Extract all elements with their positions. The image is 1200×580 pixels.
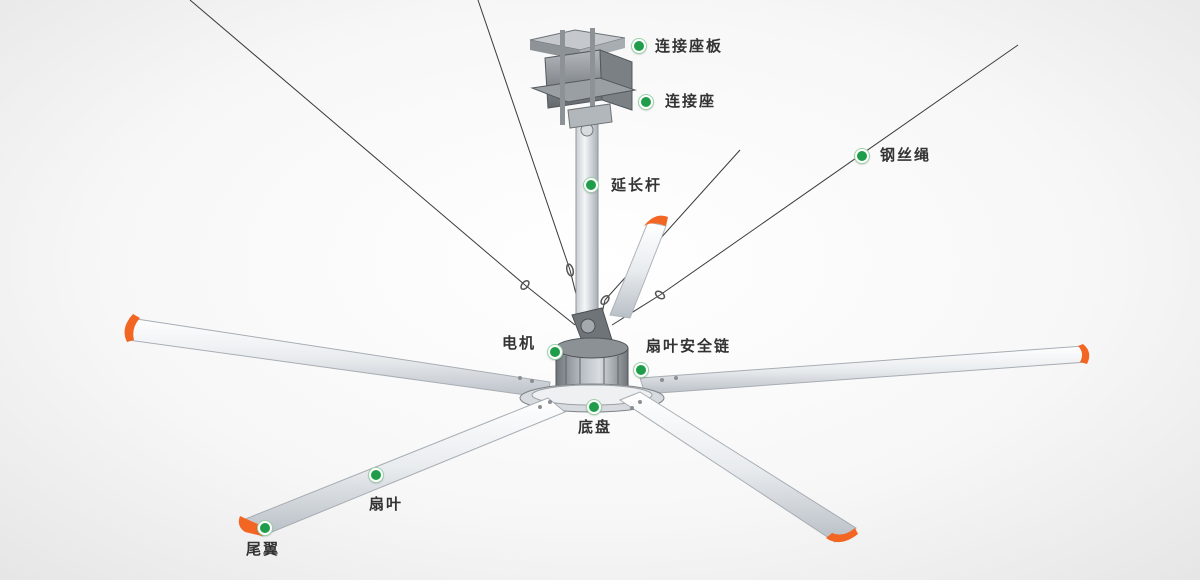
tail-wing-label: 尾翼 (246, 540, 281, 558)
blade-back (609, 215, 668, 319)
mount-seat-marker (639, 95, 653, 109)
wire-rope-left-lower (524, 284, 576, 326)
mounting-plate-marker (632, 39, 646, 53)
motor-label: 电机 (502, 334, 537, 352)
wire-rope-far-right (659, 44, 1019, 296)
wire-rope-marker (855, 149, 869, 163)
wire-rope-far-left (189, 0, 526, 286)
base-plate-marker (587, 400, 601, 414)
blade-lower-left (238, 397, 566, 537)
extension-rod-shape (575, 119, 599, 321)
extension-rod-label: 延长杆 (611, 176, 663, 194)
motor-marker (548, 345, 562, 359)
base-plate-label: 底盘 (578, 418, 613, 436)
wire-rope-far-right-lower (611, 294, 661, 326)
wire-rope-turnbuckles (520, 263, 666, 306)
blade-safety-chain-marker (634, 363, 648, 377)
mount-seat-shape (529, 28, 637, 129)
blade-marker (369, 468, 383, 482)
tail-wing-marker (258, 521, 272, 535)
mounting-plate-label: 连接座板 (655, 37, 724, 55)
extension-rod-marker (584, 178, 598, 192)
blade-left (124, 314, 551, 399)
mount-seat-label: 连接座 (665, 92, 717, 110)
blade-safety-chain-label: 扇叶安全链 (646, 337, 732, 355)
blade-lower-right (618, 391, 858, 543)
wire-rope-label: 钢丝绳 (880, 146, 932, 164)
wire-ropes (189, 0, 1019, 326)
wire-rope-left (477, 0, 571, 271)
blade-label: 扇叶 (369, 495, 404, 513)
hub-bolts (518, 376, 678, 410)
